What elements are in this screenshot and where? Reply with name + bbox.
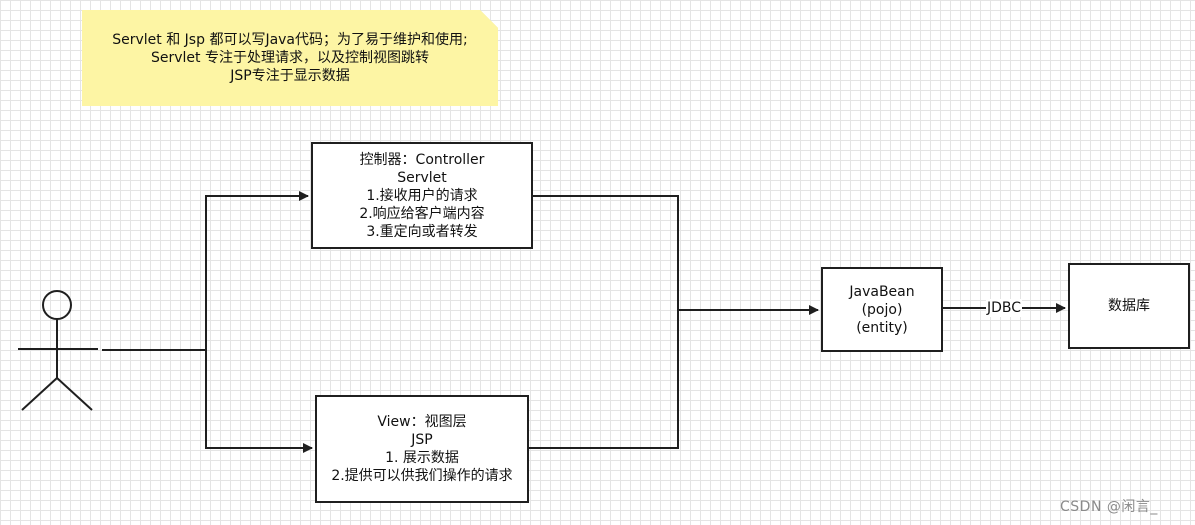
view-line: 2.提供可以供我们操作的请求 [331,468,513,484]
view-to-javabean-connector [529,310,679,449]
view-line: View：视图层 [377,414,467,430]
actor-left-leg [21,377,58,411]
controller-line: 控制器：Controller [359,151,485,168]
controller-line: 2.响应给客户端内容 [359,205,485,222]
controller-to-javabean-connector [533,195,819,315]
controller-line: 3.重定向或者转发 [366,223,478,240]
javabean-line: (pojo) [861,301,903,318]
controller-line: Servlet [397,169,447,186]
javabean-box[interactable]: JavaBean (pojo) (entity) [821,267,943,352]
note-line: Servlet 和 Jsp 都可以写Java代码；为了易于维护和使用; [112,32,468,48]
javabean-line: (entity) [856,319,908,336]
controller-box[interactable]: 控制器：Controller Servlet 1.接收用户的请求 2.响应给客户… [311,142,533,249]
actor-icon [18,290,98,411]
sticky-note: Servlet 和 Jsp 都可以写Java代码；为了易于维护和使用; Serv… [82,10,498,106]
database-label: 数据库 [1108,298,1150,314]
jdbc-label: JDBC [986,299,1023,317]
javabean-line: JavaBean [849,283,915,300]
actor-right-leg [56,377,93,411]
actor-head [42,290,72,320]
note-line: Servlet 专注于处理请求，以及控制视图跳转 [151,50,429,66]
note-line: JSP专注于显示数据 [230,68,350,84]
actor-to-controller-connector [102,191,309,351]
watermark: CSDN @闲言_ [1060,499,1158,515]
database-box[interactable]: 数据库 [1068,263,1190,349]
view-box[interactable]: View：视图层 JSP 1. 展示数据 2.提供可以供我们操作的请求 [315,395,529,503]
actor-to-view-connector [205,350,313,453]
view-line: JSP [411,432,433,448]
controller-line: 1.接收用户的请求 [366,187,478,204]
view-line: 1. 展示数据 [385,450,459,466]
